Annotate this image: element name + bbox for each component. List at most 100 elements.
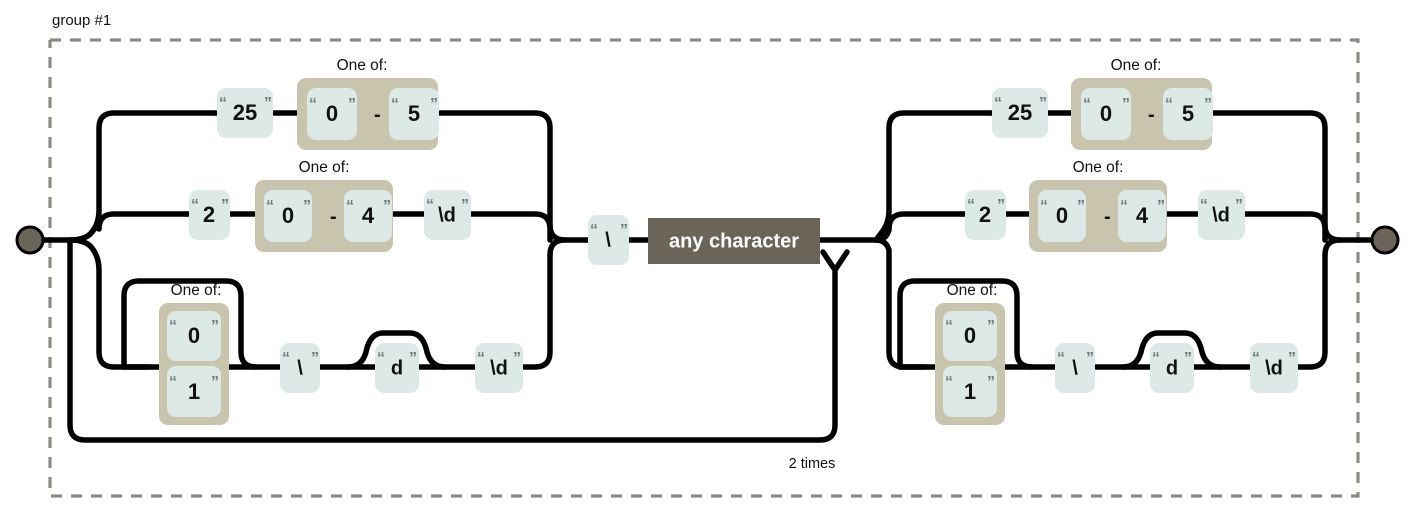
literal-box-backslash-middle[interactable] xyxy=(588,215,629,265)
svg-text:“: “ xyxy=(391,96,399,113)
range-dash-left-b1: - xyxy=(374,104,381,126)
svg-text:”: ” xyxy=(221,197,229,214)
literal-box-0-left-b1[interactable] xyxy=(307,88,357,140)
literal-label-25-right: 25 xyxy=(1008,100,1032,125)
literal-label-25-left: 25 xyxy=(233,100,257,125)
literal-box-0-left-b3[interactable] xyxy=(167,311,221,361)
svg-text:“: “ xyxy=(1040,198,1048,215)
svg-text:“: “ xyxy=(426,197,434,214)
literal-box-1-left-b3[interactable] xyxy=(167,366,221,417)
range-dash-left-b2: - xyxy=(330,206,337,228)
literal-box-0-left-b2[interactable] xyxy=(264,190,312,242)
one-of-label-left-b1: One of: xyxy=(337,57,388,74)
svg-text:“: “ xyxy=(266,198,274,215)
rail-left-b3-dbypass xyxy=(345,330,448,370)
left-branch-01: One of: 0 “” 1 “” \ “” d “” \d “” xyxy=(159,282,523,425)
svg-text:“: “ xyxy=(346,198,354,215)
range-dash-right-b1: - xyxy=(1148,104,1155,126)
literal-label-d-left-b3: d xyxy=(391,357,403,379)
svg-text:”: ” xyxy=(264,95,272,112)
literal-box-bsd-left-b2[interactable] xyxy=(424,190,471,240)
end-node xyxy=(1370,225,1400,255)
literal-box-5-left-b1[interactable] xyxy=(389,88,439,140)
literal-label-bsd-left-b3: \d xyxy=(490,357,508,379)
one-of-label-right-b2: One of: xyxy=(1073,159,1124,176)
rail-right-b3-dbypass xyxy=(1120,330,1223,370)
literal-label-0-right-b1: 0 xyxy=(1100,101,1112,126)
svg-text:“: “ xyxy=(169,318,177,335)
right-branch-01: One of: 0 “” 1 “” \ “” d “” \d “” xyxy=(935,282,1298,425)
svg-text:”: ” xyxy=(409,350,417,367)
literal-box-bsd-left-b3[interactable] xyxy=(475,343,523,393)
literal-box-d-left-b3[interactable] xyxy=(375,343,419,393)
literal-box-1-right-b3[interactable] xyxy=(943,366,997,417)
literal-box-4-left-b2[interactable] xyxy=(344,190,392,242)
svg-text:”: ” xyxy=(1122,96,1130,113)
literal-box-0-right-b3[interactable] xyxy=(943,311,997,361)
rail-left-b3-bypass xyxy=(121,278,259,370)
rail-right-b3-seg4 xyxy=(1295,252,1328,370)
literal-box-0-right-b2[interactable] xyxy=(1038,190,1086,242)
literal-box-bsd-right-b2[interactable] xyxy=(1198,190,1245,240)
literal-label-4-left-b2: 4 xyxy=(362,203,375,228)
any-character-box[interactable] xyxy=(648,218,820,264)
svg-text:”: ” xyxy=(987,374,995,391)
literal-label-4-right-b2: 4 xyxy=(1136,203,1149,228)
literal-box-5-right-b1[interactable] xyxy=(1163,88,1213,140)
svg-text:“: “ xyxy=(1083,96,1091,113)
svg-text:”: ” xyxy=(461,197,469,214)
literal-box-0-right-b1[interactable] xyxy=(1081,88,1131,140)
one-of-label-left-b2: One of: xyxy=(299,159,350,176)
literal-label-bsd-right-b2: \d xyxy=(1212,204,1230,226)
literal-box-25-left[interactable] xyxy=(217,88,273,138)
literal-box-2-left[interactable] xyxy=(189,190,230,240)
svg-text:“: “ xyxy=(1120,198,1128,215)
svg-text:”: ” xyxy=(1157,198,1165,215)
rail-right-b3-bypass xyxy=(897,278,1035,370)
svg-text:“: “ xyxy=(994,95,1002,112)
svg-text:”: ” xyxy=(1288,350,1296,367)
literal-label-5-right-b1: 5 xyxy=(1182,101,1194,126)
literal-box-backslash-left-b3[interactable] xyxy=(280,343,320,393)
rail-left-b3-seg4 xyxy=(520,252,553,370)
rail-loop-back xyxy=(67,237,838,443)
svg-text:”: ” xyxy=(1184,350,1192,367)
svg-text:“: “ xyxy=(1200,197,1208,214)
middle-sequence: \ “” any character xyxy=(588,215,820,265)
one-of-label-right-b3: One of: xyxy=(947,282,998,299)
rail-left-split-b3 xyxy=(67,237,153,370)
svg-text:“: “ xyxy=(1165,96,1173,113)
literal-box-bsd-right-b3[interactable] xyxy=(1250,343,1298,393)
right-branch-2: 2 “” One of: 0 “” - 4 “” \d “” xyxy=(965,159,1245,252)
literal-label-backslash-right-b3: \ xyxy=(1072,357,1078,379)
rail-right-merge2 xyxy=(1322,237,1343,258)
literal-box-backslash-right-b3[interactable] xyxy=(1055,343,1095,393)
rail-left-b1-seg3 xyxy=(437,110,553,228)
svg-text:“: “ xyxy=(1152,350,1160,367)
literal-box-2-right[interactable] xyxy=(965,190,1006,240)
svg-text:”: ” xyxy=(1235,197,1243,214)
rail-right-b1-seg3 xyxy=(1211,110,1328,228)
svg-text:”: ” xyxy=(987,318,995,335)
one-of-label-left-b3: One of: xyxy=(171,282,222,299)
svg-text:”: ” xyxy=(303,198,311,215)
literal-box-25-right[interactable] xyxy=(992,88,1048,138)
svg-text:”: ” xyxy=(1204,96,1212,113)
rail-left-b2-seg4 xyxy=(467,211,553,243)
rail-left-split-b2 xyxy=(67,211,189,243)
rail-loop-arrow xyxy=(820,249,850,273)
svg-text:”: ” xyxy=(1086,350,1094,367)
literal-label-backslash-left-b3: \ xyxy=(297,357,303,379)
literal-label-backslash-middle: \ xyxy=(605,229,611,251)
svg-text:“: “ xyxy=(377,350,385,367)
svg-text:“: “ xyxy=(191,197,199,214)
svg-text:”: ” xyxy=(620,222,628,239)
literal-label-0-right-b2: 0 xyxy=(1056,203,1068,228)
literal-label-0-right-b3: 0 xyxy=(964,323,976,348)
literal-box-4-right-b2[interactable] xyxy=(1118,190,1166,242)
group-label: group #1 xyxy=(52,12,111,29)
svg-text:“: “ xyxy=(967,197,975,214)
literal-box-d-right-b3[interactable] xyxy=(1150,343,1194,393)
literal-label-2-right: 2 xyxy=(979,202,991,227)
start-node xyxy=(15,225,45,255)
